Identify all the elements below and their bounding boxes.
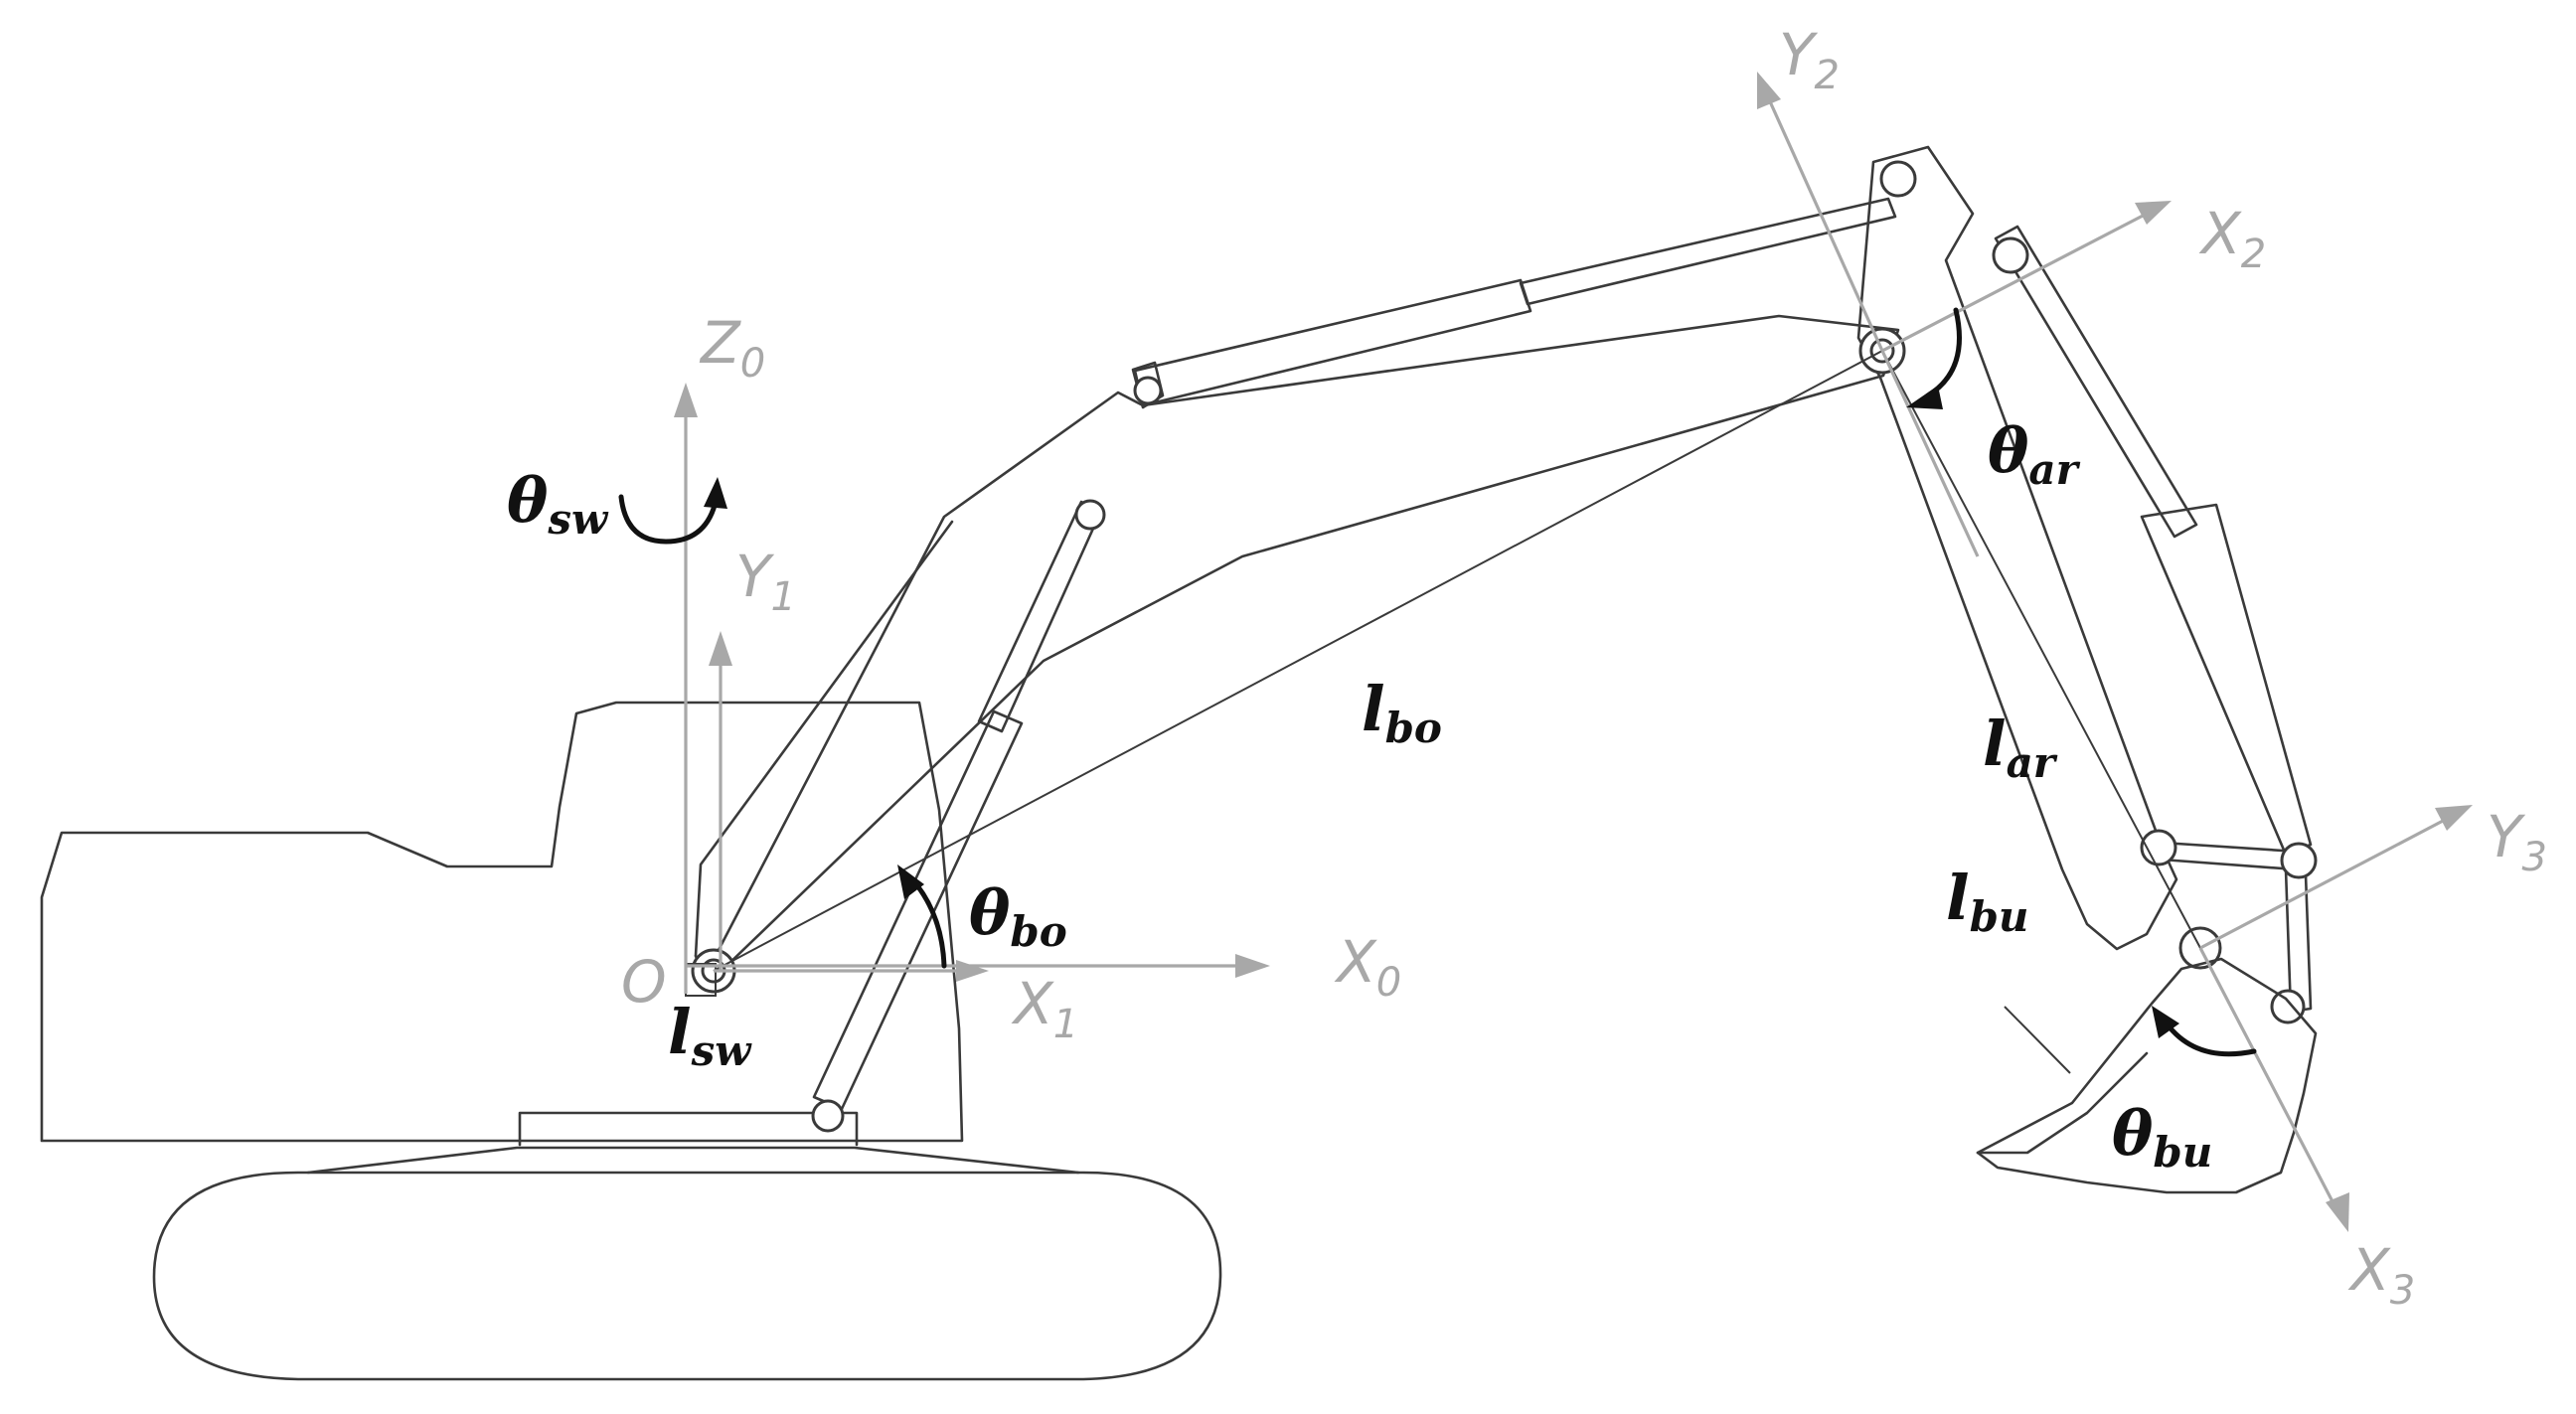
x1-arrow-icon [956, 960, 989, 982]
x2-label: X2 [2198, 200, 2266, 277]
y3-label: Y3 [2487, 803, 2547, 880]
theta-bu-arc [2152, 1006, 2257, 1057]
bucket-link-pin [2270, 989, 2306, 1024]
l-bu-label: lbu [1946, 862, 2028, 941]
linkage-pin-right [2280, 842, 2318, 879]
x2-axis [1881, 212, 2148, 353]
theta-sw-arrow-icon [704, 477, 727, 509]
x2-arrow-icon [2135, 201, 2172, 225]
theta-sw-arc [618, 477, 727, 545]
y3-arrow-icon [2435, 805, 2473, 831]
frame-2 [1757, 72, 2172, 557]
arm-top-pin [1879, 160, 1917, 198]
theta-bo-arrow-icon [897, 864, 924, 899]
turntable [518, 1111, 859, 1147]
bucket-linkage [2140, 829, 2318, 1024]
z0-label: Z0 [699, 309, 765, 387]
y3-axis [2199, 818, 2446, 950]
y2-axis-ext [1880, 350, 1980, 557]
x3-axis [2198, 947, 2337, 1208]
l-sw-label: lsw [668, 996, 752, 1075]
arm-cylinder [1131, 197, 1897, 409]
theta-bu-label: θbu [2112, 1097, 2212, 1177]
boom-cylinder-base-pin [811, 1099, 845, 1133]
l-ar-label: lar [1983, 707, 2058, 787]
origin-label: O [621, 948, 667, 1016]
theta-bo-label: θbo [969, 876, 1067, 956]
arm-length-line [1881, 350, 2201, 949]
theta-sw-label: θsw [507, 464, 609, 544]
bucket [1976, 957, 2318, 1194]
theta-bu-arrow-icon [2152, 1006, 2179, 1038]
x0-arrow-icon [1235, 954, 1270, 978]
x0-label: X0 [1334, 928, 1401, 1006]
l-bo-label: lbo [1362, 673, 1442, 752]
y2-arrow-icon [1757, 72, 1781, 109]
bucket-cylinder [1992, 225, 2313, 857]
frame-1 [709, 631, 989, 982]
y1-label: Y1 [735, 543, 796, 620]
bucket-length-leader [2004, 1006, 2071, 1074]
x3-arrow-icon [2326, 1192, 2349, 1232]
theta-ar-label: θar [1988, 414, 2081, 494]
arm-cylinder-base-pin [1133, 376, 1163, 405]
x1-label: X1 [1011, 970, 1078, 1047]
linkage-pin-left [2140, 829, 2177, 866]
boom [694, 314, 1900, 981]
boom-length-line [713, 350, 1883, 972]
theta-bo-arc [897, 864, 947, 969]
bucket-cylinder-base-pin [1992, 236, 2029, 274]
arm [1856, 145, 2178, 951]
y2-label: Y2 [1779, 21, 1840, 98]
boom-cylinder-rod-pin [1074, 499, 1106, 531]
undercarriage-track [152, 1146, 1222, 1381]
x3-label: X3 [2347, 1236, 2415, 1314]
theta-ar-arrow-icon [1906, 386, 1943, 409]
y2-axis [1767, 98, 1884, 352]
upper-body [40, 701, 964, 1143]
frame-3 [2198, 805, 2473, 1232]
boom-cylinder [811, 499, 1106, 1133]
y1-arrow-icon [709, 631, 732, 666]
z0-arrow-icon [674, 383, 698, 417]
theta-ar-arc [1906, 307, 1962, 409]
